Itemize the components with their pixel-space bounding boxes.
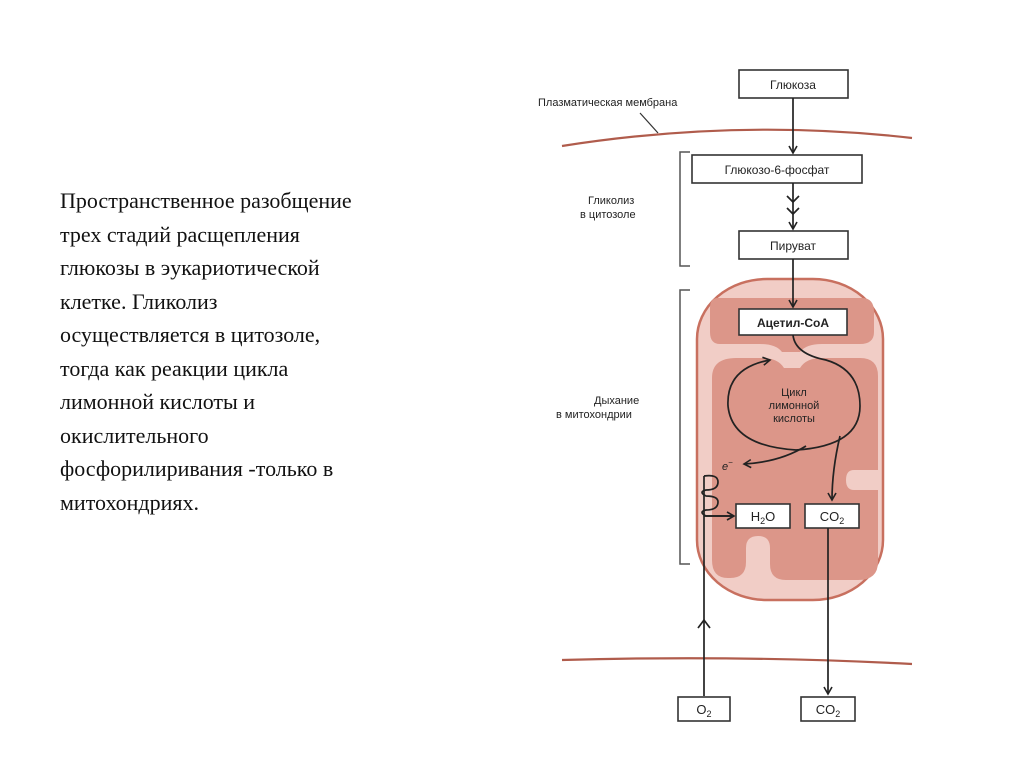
h2o-box [735,503,791,529]
glucose-box [738,69,849,99]
electron-transfer-arrow [742,445,807,469]
cycle-label-1: Цикл [781,387,807,399]
co2-inner-co: CO [820,509,840,524]
respiration-bracket [679,289,690,565]
glucose-6-phosphate-box [691,154,863,184]
citric-acid-cycle-loop [727,334,861,451]
cristae-folds [701,474,734,517]
respiration-label-2: в митохондрии [556,409,632,421]
glucose-label: Глюкоза [770,78,816,92]
o2-label: O2 [696,702,711,719]
glycolysis-label-1: Гликолиз [588,195,634,207]
acetyl-coa-box [738,308,848,336]
cycle-label-3: кислоты [773,413,815,425]
o2-o: O [696,702,706,717]
o2-box [677,696,731,722]
plasma-membrane-bottom [561,657,913,666]
pyruvate-label: Пируват [770,239,817,253]
g6p-chevrons [786,195,800,216]
electron-symbol: e [722,461,728,473]
cycle-label-2: лимонной [769,400,820,412]
co2-outer-sub: 2 [835,709,840,719]
co2-inner-label: CO2 [820,509,845,526]
h2o-sub: 2 [760,516,765,526]
respiration-label-1: Дыхание [594,395,639,407]
arrow-cycle-to-co2 [827,435,841,502]
membrane-pointer [639,112,659,134]
acetyl-coa-label: Ацетил-СоА [757,316,829,330]
glycolysis-label-2: в цитозоле [580,209,636,221]
glucose-6-phosphate-label: Глюкозо-6-фосфат [725,163,830,177]
h2o-h: H [751,509,760,524]
co2-outer-label: CO2 [816,702,841,719]
h2o-o: O [765,509,775,524]
co2-inner-sub: 2 [839,516,844,526]
h2o-label: H2O [751,509,776,526]
co2-inner-box [804,503,860,529]
plasma-membrane-top [561,128,913,148]
diagram-caption: Пространственное разобщение трех стадий … [60,188,352,515]
co2-outer-co: CO [816,702,836,717]
electron-label: e− [722,458,733,473]
plasma-membrane-label: Плазматическая мембрана [538,97,678,109]
electron-charge: − [728,458,733,467]
glycolysis-bracket [679,151,690,267]
o2-sub: 2 [707,709,712,719]
co2-outer-box [800,696,856,722]
oxygen-chevron [697,618,711,629]
